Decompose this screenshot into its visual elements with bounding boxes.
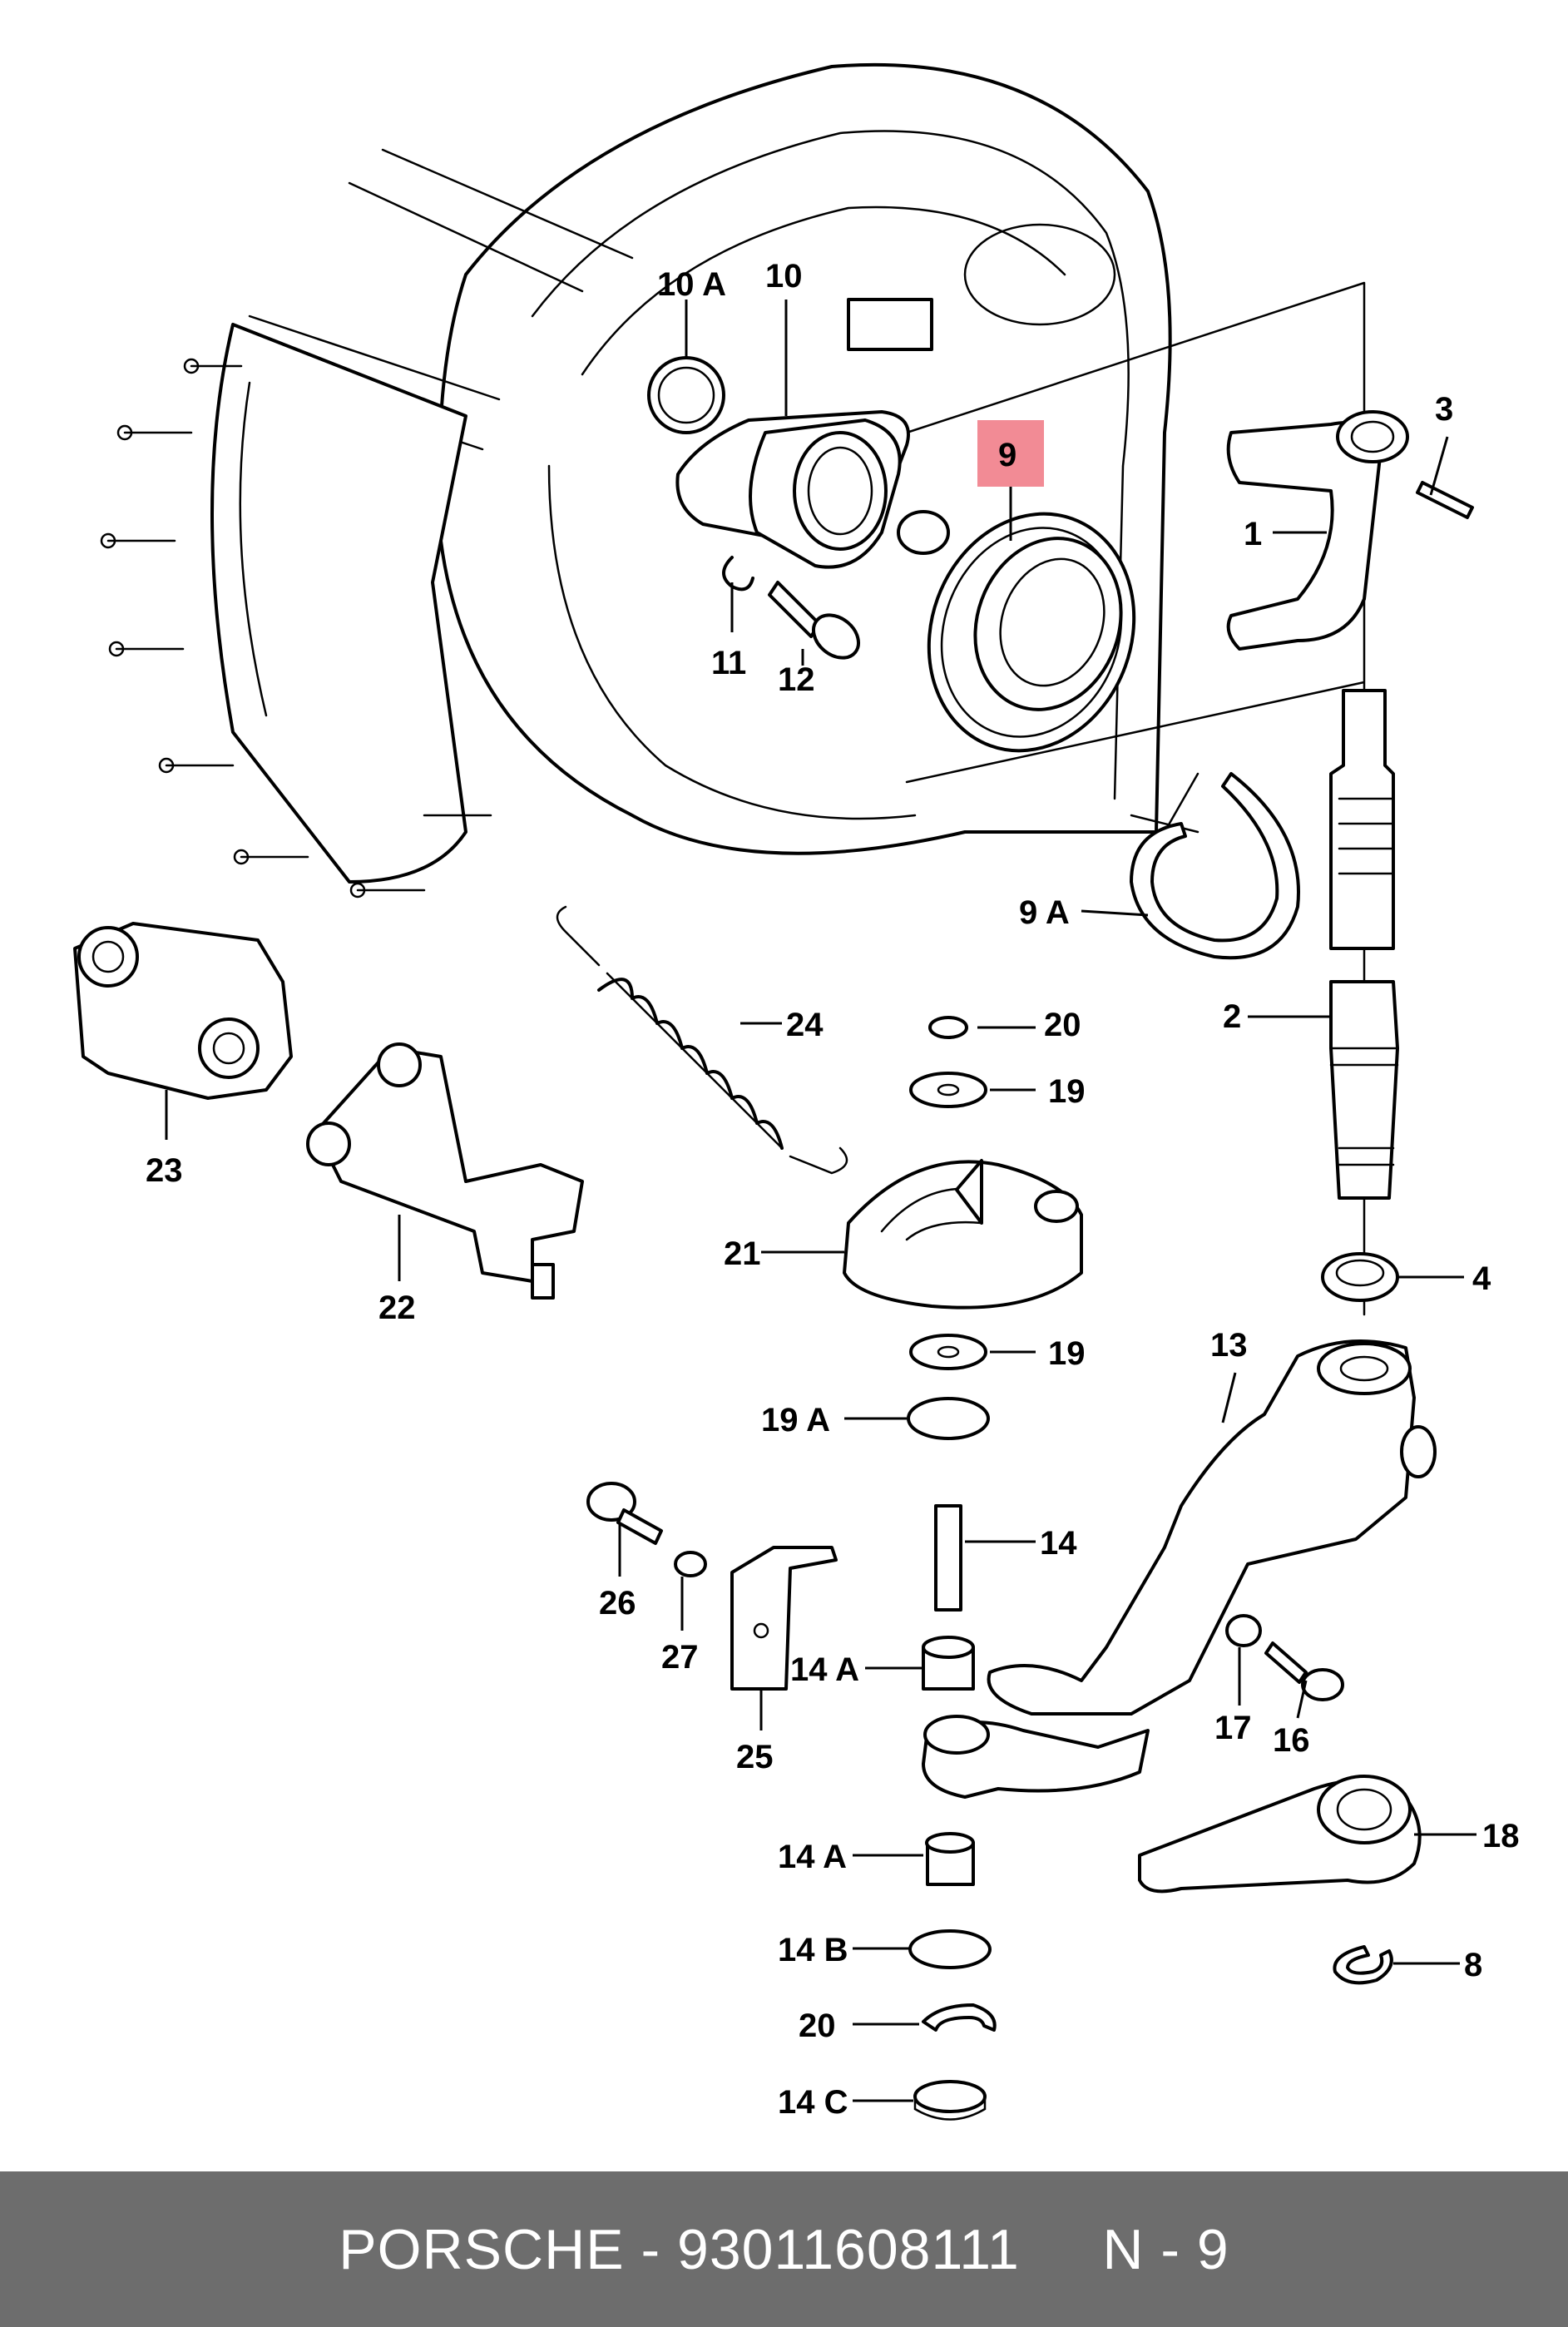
callout-labels: 10 A 10 9 3 1 11 12 9 A 2 24 20 19 23 22… — [146, 258, 1520, 2121]
part-19-washer-bottom — [909, 1334, 987, 1370]
callout-24: 24 — [786, 1007, 824, 1043]
callout-9: 9 — [998, 437, 1016, 473]
callout-3: 3 — [1435, 391, 1453, 428]
part-21-clamp — [843, 1159, 1083, 1310]
callout-10a: 10 A — [657, 266, 726, 303]
part-19-washer-top — [909, 1072, 987, 1108]
callout-26: 26 — [599, 1585, 636, 1621]
callout-14b: 14 B — [778, 1932, 848, 1968]
callout-19-bottom: 19 — [1048, 1335, 1086, 1372]
callout-16: 16 — [1273, 1722, 1310, 1759]
part-13-lever — [922, 1339, 1437, 1799]
callout-25: 25 — [736, 1739, 774, 1775]
callout-17: 17 — [1214, 1710, 1252, 1746]
part-18-lever — [1138, 1775, 1422, 1894]
part-24-spring — [556, 905, 848, 1175]
leader-lines — [165, 300, 1476, 2102]
callout-8: 8 — [1464, 1947, 1482, 1983]
callout-19a: 19 A — [761, 1402, 830, 1438]
callout-18: 18 — [1482, 1818, 1520, 1854]
callout-21: 21 — [724, 1235, 761, 1272]
part-14b-ring — [908, 1929, 992, 1969]
part-2-shaft — [1329, 689, 1399, 1200]
transmission-housing — [100, 62, 1366, 1316]
part-19a-ring — [907, 1397, 990, 1440]
brand-label: PORSCHE — [339, 2217, 625, 2281]
callout-20-top: 20 — [1044, 1007, 1081, 1043]
part-20-washer-top — [928, 1016, 968, 1039]
part-9-release-bearing — [927, 512, 1136, 753]
callout-14: 14 — [1040, 1525, 1077, 1562]
callout-4: 4 — [1472, 1260, 1491, 1297]
callout-27: 27 — [661, 1639, 699, 1676]
callout-22: 22 — [378, 1290, 416, 1326]
exploded-parts-diagram: 10 A 10 9 3 1 11 12 9 A 2 24 20 19 23 22… — [73, 62, 1520, 2121]
callout-12: 12 — [778, 661, 815, 698]
reference-number: N - 9 — [1102, 2217, 1229, 2281]
callout-1: 1 — [1244, 516, 1262, 552]
part-10-guide-tube — [675, 410, 950, 569]
part-14a-bushing-top — [922, 1636, 975, 1691]
housing-studs — [100, 358, 492, 899]
part-8-circlip — [1333, 1945, 1393, 1985]
part-14c-cap — [913, 2080, 987, 2121]
callout-13: 13 — [1210, 1327, 1248, 1364]
part-16-bolt — [1264, 1641, 1344, 1701]
callout-14a-bottom: 14 A — [778, 1839, 847, 1875]
callout-9a: 9 A — [1019, 894, 1070, 931]
part-9a-circlip — [1130, 772, 1300, 960]
part-22-bracket — [306, 1042, 584, 1300]
callout-23: 23 — [146, 1152, 183, 1189]
part-number: 93011608111 — [677, 2217, 1020, 2281]
part-27-washer — [674, 1551, 707, 1577]
callout-2: 2 — [1223, 998, 1241, 1035]
callout-10: 10 — [765, 258, 803, 295]
highlight-callout-9 — [977, 420, 1044, 487]
part-14a-bushing-bottom — [925, 1832, 975, 1886]
gap — [1020, 2217, 1102, 2282]
part-12-bolt — [768, 581, 860, 660]
part-10a-o-ring — [647, 356, 725, 434]
callout-19-top: 19 — [1048, 1073, 1086, 1110]
callout-11: 11 — [711, 645, 746, 681]
part-17-nut — [1225, 1614, 1262, 1647]
part-23-bracket — [73, 922, 293, 1100]
part-info-footer: PORSCHE - 93011608111 N - 9 — [0, 2171, 1568, 2327]
part-1-shift-fork — [1226, 410, 1409, 651]
part-25-bracket — [730, 1546, 838, 1691]
separator: - — [624, 2217, 677, 2281]
callout-14c: 14 C — [778, 2084, 848, 2121]
part-26-bolt — [586, 1482, 663, 1545]
callout-14a-top: 14 A — [790, 1651, 859, 1688]
callout-20-bottom: 20 — [799, 2008, 836, 2044]
part-14-pin — [934, 1504, 962, 1612]
part-20-circlip-bottom — [922, 2003, 997, 2032]
part-3-pin — [1416, 481, 1474, 519]
